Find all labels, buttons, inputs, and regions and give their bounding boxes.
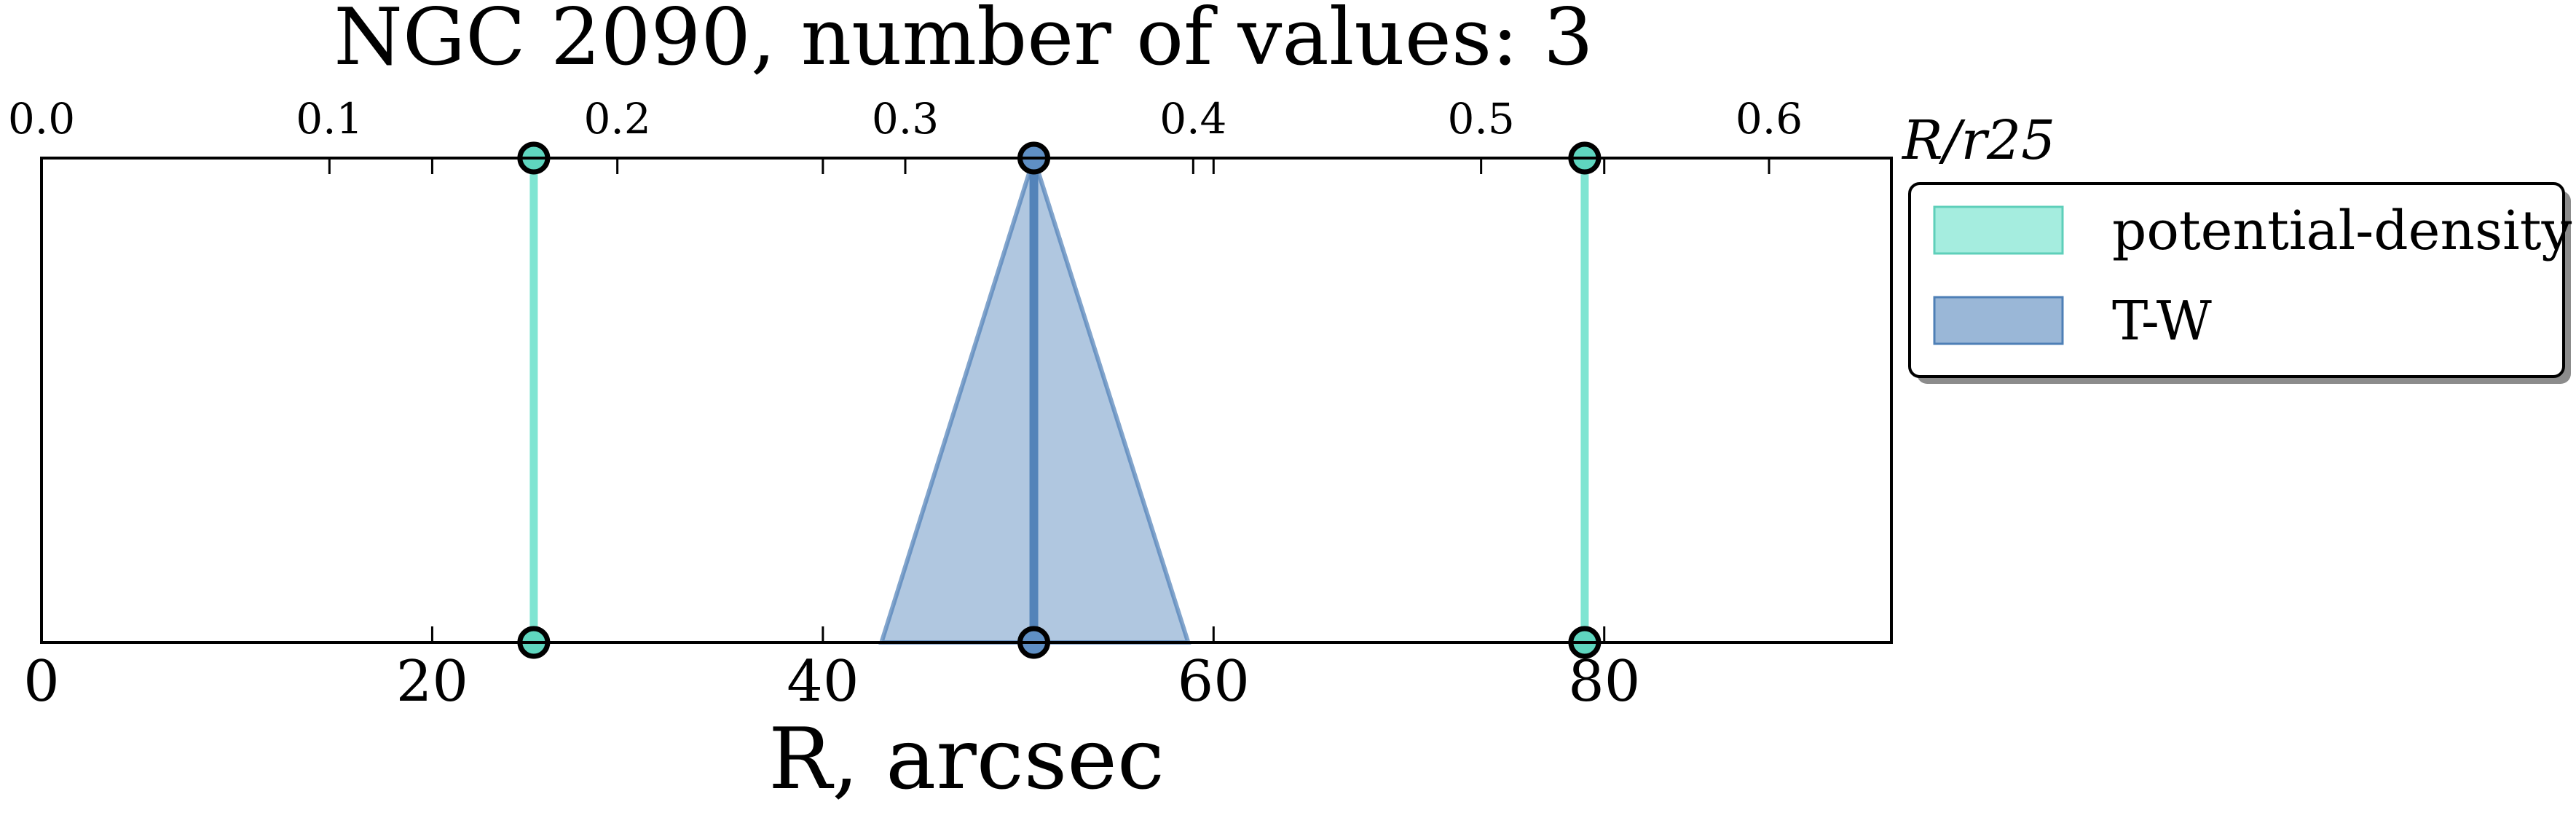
top-tick-label-0: 0.0 bbox=[8, 94, 75, 143]
axis-ticks: 0 20 40 60 80 0.0 0.1 0.2 0.3 0.4 0.5 0.6 bbox=[8, 94, 1803, 715]
legend-swatch-t-w bbox=[1933, 296, 2064, 345]
top-tick-label-3: 0.3 bbox=[872, 94, 939, 143]
top-tick-label-4: 0.4 bbox=[1159, 94, 1226, 143]
bottom-tick-label-0: 0 bbox=[23, 649, 60, 715]
chart-marks bbox=[517, 141, 1602, 659]
legend-label-potential-density: potential-density bbox=[2112, 200, 2572, 262]
chart-title: NGC 2090, number of values: 3 bbox=[334, 0, 1593, 83]
bottom-tick-label-2: 40 bbox=[787, 649, 859, 715]
bottom-tick-label-1: 20 bbox=[396, 649, 468, 715]
top-tick-label-2: 0.2 bbox=[584, 94, 651, 143]
legend: potential-density T-W bbox=[1908, 182, 2572, 384]
legend-swatch-potential-density bbox=[1933, 205, 2064, 255]
plot-frame bbox=[40, 157, 1893, 644]
bottom-tick-label-3: 60 bbox=[1178, 649, 1250, 715]
top-axis-label: R/r25 bbox=[1901, 109, 2055, 172]
legend-label-t-w: T-W bbox=[2112, 290, 2212, 353]
bottom-tick-label-4: 80 bbox=[1568, 649, 1640, 715]
x-axis-label: R, arcsec bbox=[768, 710, 1165, 809]
top-tick-label-1: 0.1 bbox=[296, 94, 363, 143]
top-tick-label-6: 0.6 bbox=[1736, 94, 1803, 143]
legend-box bbox=[1908, 182, 2565, 378]
top-tick-label-5: 0.5 bbox=[1448, 94, 1515, 143]
